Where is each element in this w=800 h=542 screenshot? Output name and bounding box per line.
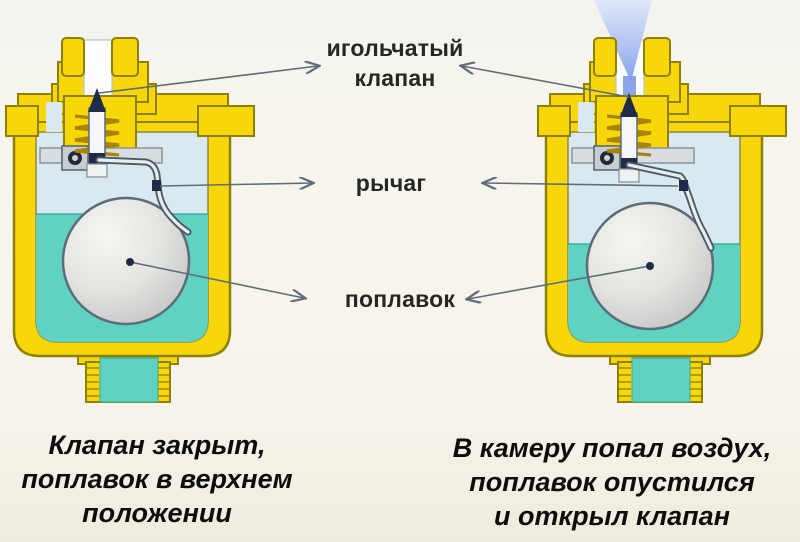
caption-valve-open: В камеру попал воздух, поплавок опустилс… (452, 433, 772, 531)
air-jet-spray (594, 0, 652, 82)
label-lever: рычаг (355, 170, 427, 196)
lever-arm (95, 156, 192, 236)
lever-arm (625, 161, 715, 252)
valve-open (537, 0, 787, 403)
leader-needle-right (462, 66, 630, 98)
chamber-notch (578, 102, 594, 132)
leader-lever-right (484, 183, 679, 186)
chamber-notch (46, 102, 62, 132)
hex-flat-left (537, 105, 571, 137)
leader-lines (98, 66, 679, 299)
vent-post (593, 37, 617, 77)
needle-tip-closed (88, 88, 106, 112)
leader-lever-left (159, 183, 312, 186)
label-needle-valve: игольчатый клапан (326, 35, 464, 91)
lever-pivot-node (679, 180, 688, 191)
leader-float-left (129, 261, 304, 298)
caption-valve-closed: Клапан закрыт, поплавок в верхнем положе… (21, 430, 293, 528)
hex-flat-right (729, 105, 787, 137)
hex-flat-left (5, 105, 39, 137)
vent-post (111, 37, 139, 77)
lever-pivot-node (152, 180, 161, 191)
needle-tip-open (620, 93, 638, 117)
float-ball-up (61, 196, 191, 326)
vent-post (61, 37, 85, 77)
hex-flat-right (197, 105, 255, 137)
float-anchor-dot (646, 262, 654, 270)
float-anchor-dot (126, 258, 134, 266)
leader-float-right (468, 265, 651, 299)
leader-needle-left (98, 66, 318, 94)
valve-closed (5, 37, 255, 403)
label-float: поплавок (344, 286, 456, 312)
vent-post (643, 37, 671, 77)
